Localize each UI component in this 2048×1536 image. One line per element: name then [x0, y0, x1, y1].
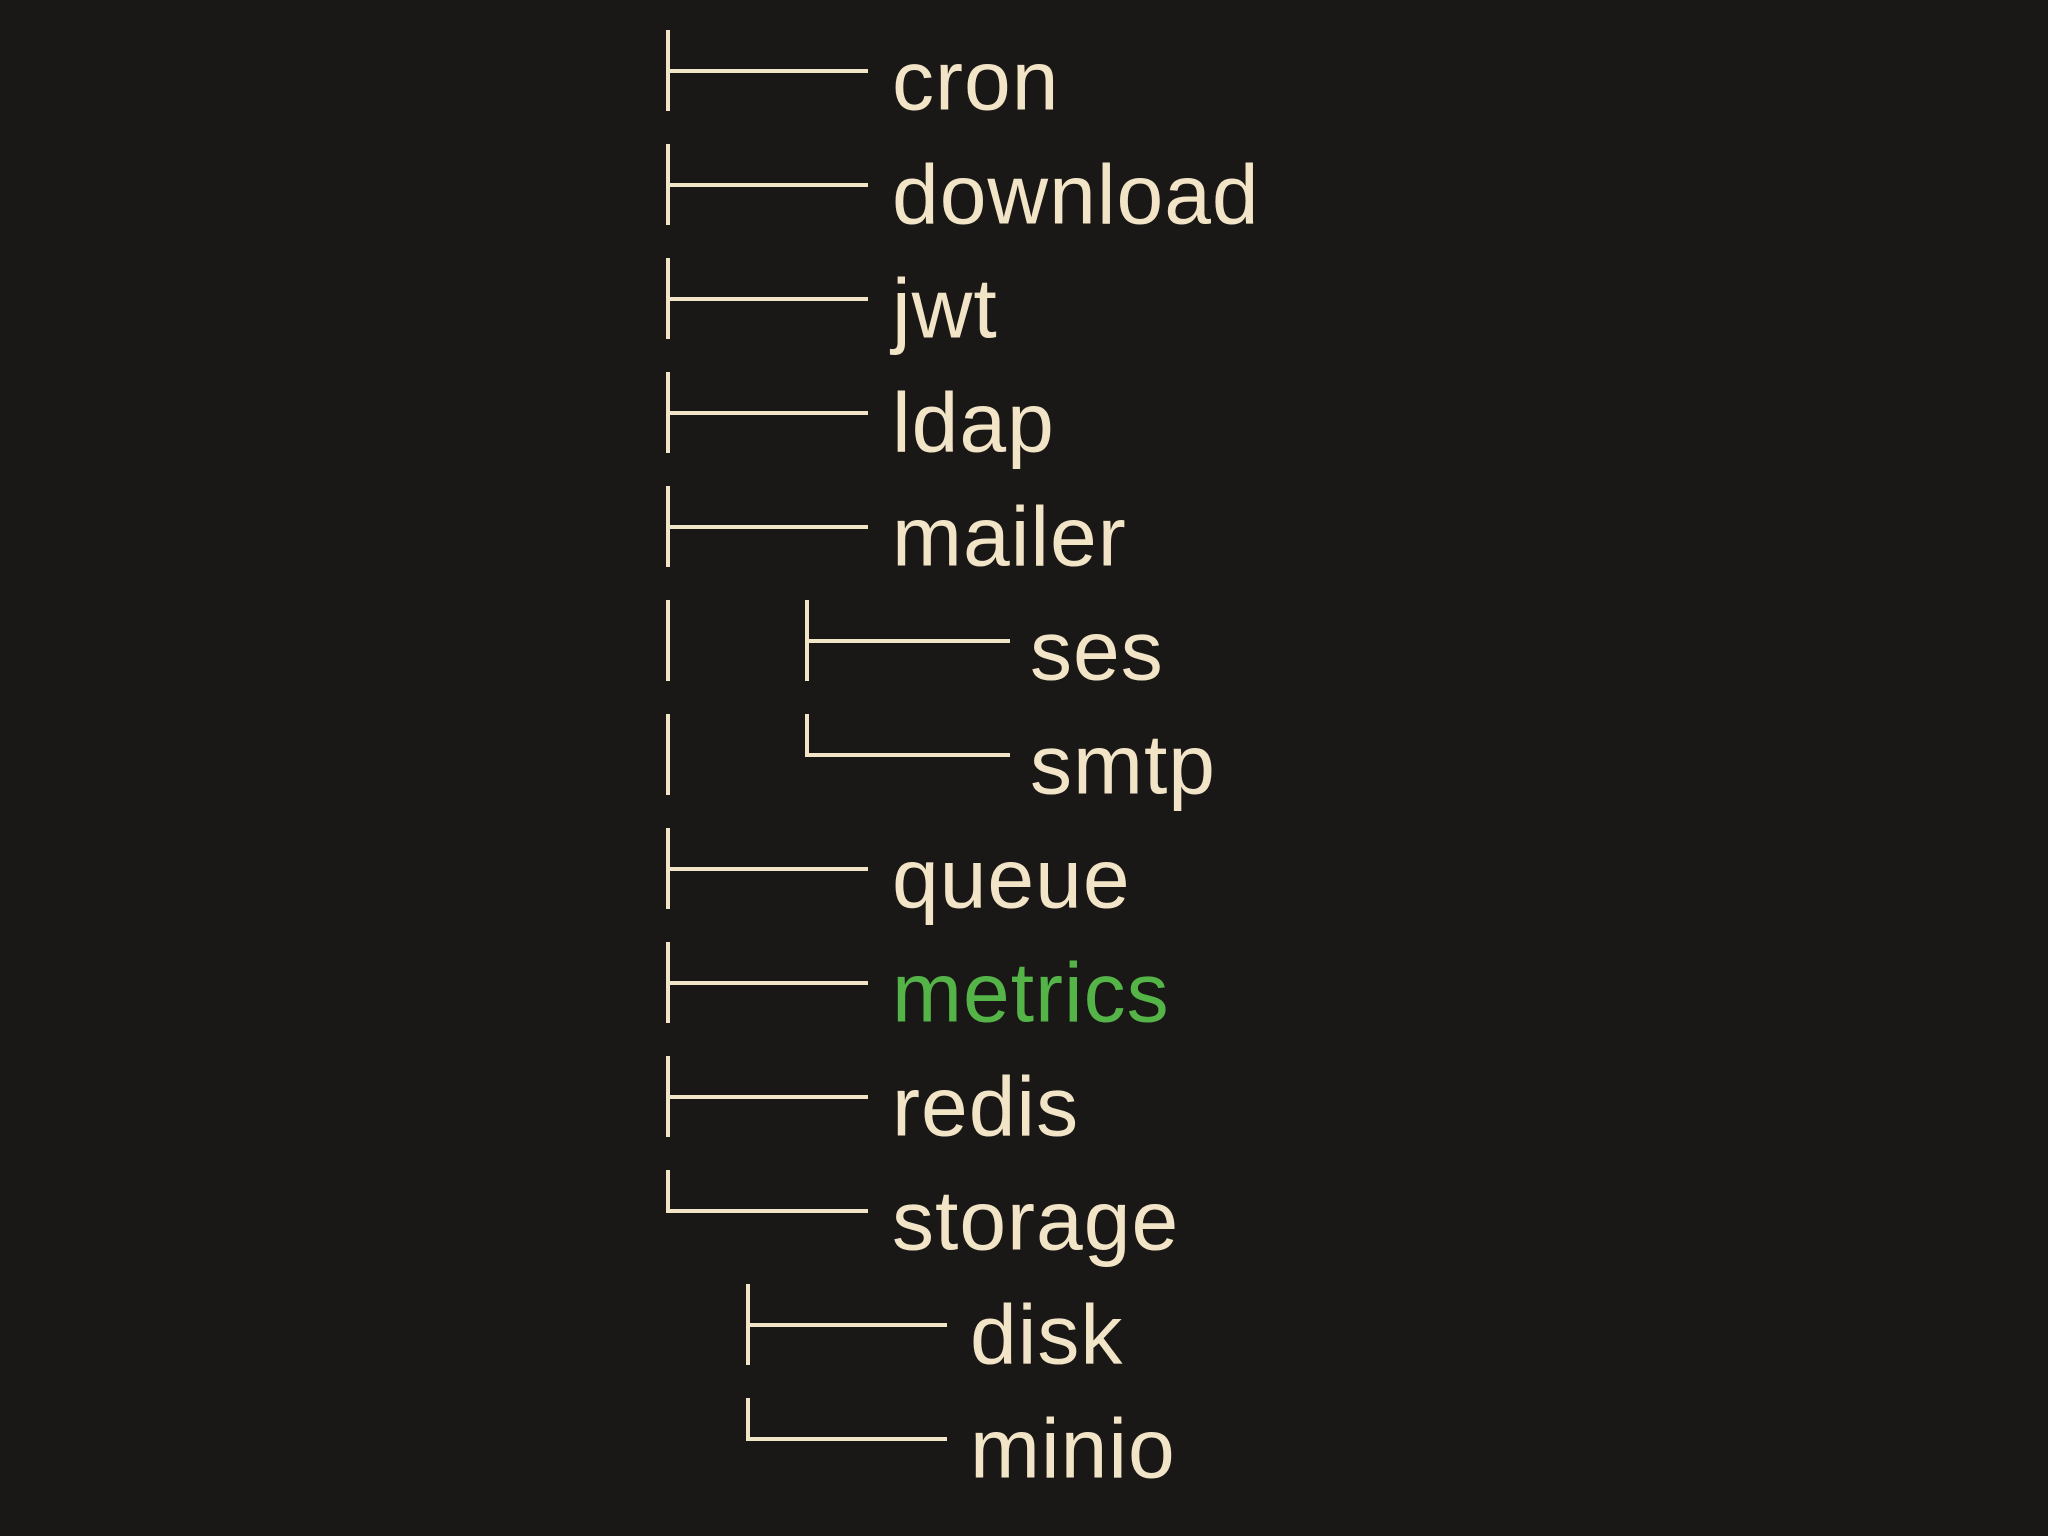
tree-node-label: ldap	[892, 375, 1055, 470]
tree-branch-line	[666, 981, 868, 985]
tree-node-label-highlighted: metrics	[892, 945, 1170, 1040]
tree-node-label: storage	[892, 1173, 1180, 1268]
tree-node-label: minio	[970, 1401, 1176, 1496]
tree-branch-line	[666, 183, 868, 187]
tree-node-label: download	[892, 147, 1260, 242]
tree-branch-line	[746, 1323, 947, 1327]
tree-node-label: cron	[892, 33, 1060, 128]
tree-branch-line	[666, 1095, 868, 1099]
tree-node-label: mailer	[892, 489, 1127, 584]
tree-node-label: redis	[892, 1059, 1080, 1154]
tree-continuation-line	[666, 600, 670, 681]
tree-branch-line	[666, 867, 868, 871]
tree-node-label: queue	[892, 831, 1131, 926]
tree-branch-line	[746, 1437, 947, 1441]
tree-node-label: jwt	[892, 261, 998, 356]
tree-node-label: ses	[1030, 603, 1164, 698]
tree-node-label: disk	[970, 1287, 1124, 1382]
tree-branch-line	[666, 1209, 868, 1213]
tree-continuation-line	[666, 714, 670, 795]
tree-branch-line	[746, 1398, 750, 1441]
tree-branch-line	[666, 69, 868, 73]
tree-branch-line	[666, 1170, 670, 1213]
tree-branch-line	[805, 639, 1010, 643]
tree-branch-line	[666, 297, 868, 301]
tree-branch-line	[805, 753, 1010, 757]
tree-branch-line	[805, 714, 809, 757]
tree-node-label: smtp	[1030, 717, 1217, 812]
tree-branch-line	[666, 525, 868, 529]
tree-branch-line	[666, 411, 868, 415]
